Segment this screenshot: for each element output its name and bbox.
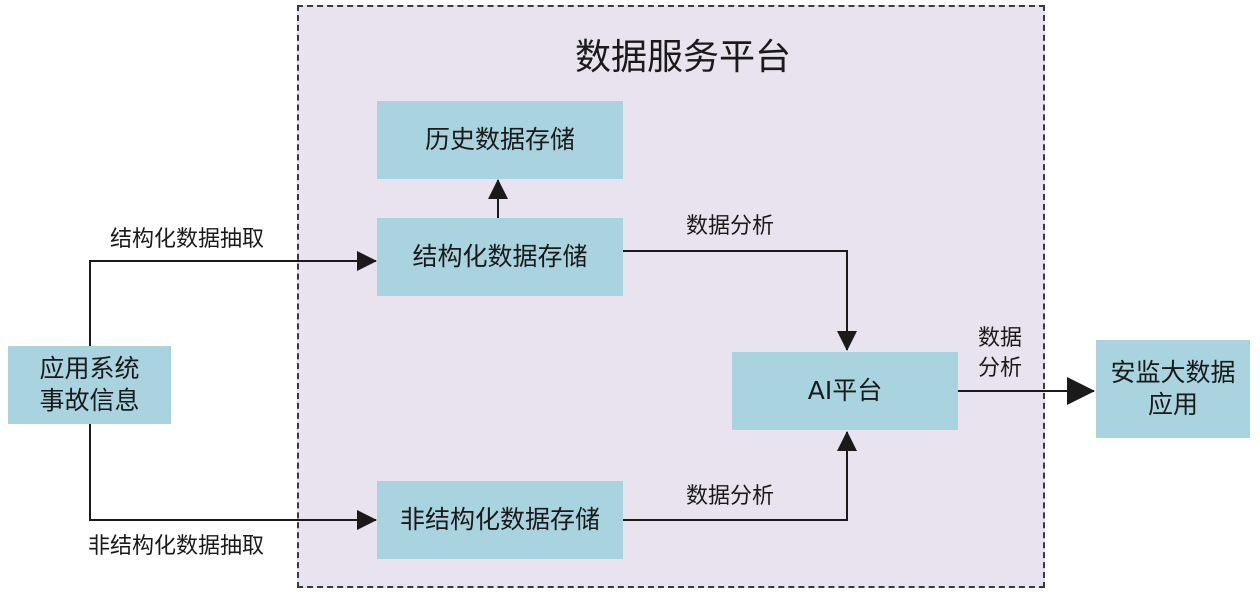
platform-title: 数据服务平台: [574, 37, 791, 78]
edge-unstructured-to-ai: [622, 431, 857, 521]
edge-structured-to-ai: [622, 250, 857, 351]
node-big-data-application: 安监大数据 应用: [1096, 340, 1250, 438]
node-source-system: 应用系统 事故信息: [8, 346, 171, 424]
label-analysis-bottom: 数据分析: [686, 484, 775, 509]
label-structured-extract: 结构化数据抽取: [110, 227, 265, 252]
node-unstructured-storage: 非结构化数据存储: [377, 481, 623, 559]
label-unstructured-extract: 非结构化数据抽取: [88, 534, 265, 559]
node-history-storage: 历史数据存储: [377, 101, 623, 179]
label-analysis-right: 数据 分析: [978, 326, 1023, 381]
edge-structured-extract: [89, 251, 377, 346]
edge-unstructured-extract: [89, 424, 377, 530]
node-structured-storage: 结构化数据存储: [377, 218, 623, 296]
label-analysis-top: 数据分析: [686, 214, 775, 239]
node-ai-platform: AI平台: [732, 352, 958, 430]
